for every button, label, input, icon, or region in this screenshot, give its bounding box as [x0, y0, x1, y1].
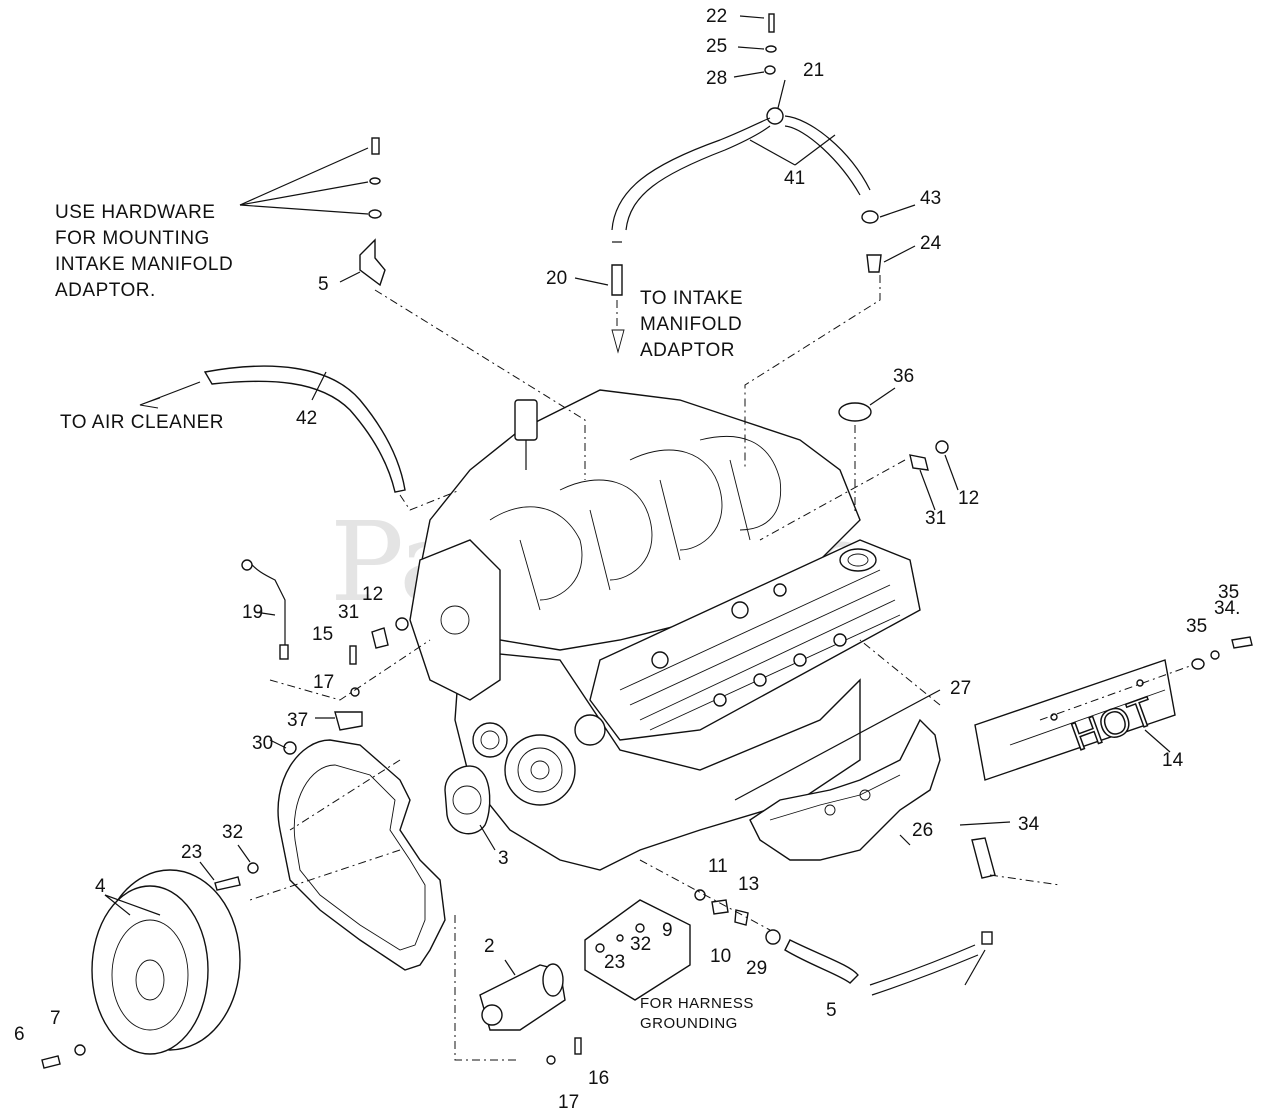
starter-motor: [454, 915, 582, 1065]
callout: 6: [14, 1024, 25, 1045]
gasket: [444, 765, 496, 851]
callout: 32: [630, 934, 651, 955]
note-line: ADAPTOR.: [55, 280, 156, 301]
left-sensor-group: [241, 559, 431, 731]
callout: 20: [546, 268, 567, 289]
leader-gasket: [859, 639, 941, 706]
callout: 35: [1218, 582, 1239, 603]
callout: 5: [826, 1000, 837, 1021]
callout-numbers: 22 25 28 21 41 43 24 20 5 42 36 12 31 19…: [14, 6, 1240, 1113]
callout: 37: [287, 710, 308, 731]
callout: 7: [50, 1008, 61, 1029]
callout: 30: [252, 733, 273, 754]
intake-note: TO INTAKE MANIFOLD ADAPTOR: [640, 288, 743, 361]
callout: 35: [1186, 616, 1207, 637]
callout: 41: [784, 168, 805, 189]
callout: 42: [296, 408, 317, 429]
callout: 34: [1018, 814, 1040, 835]
housing-bolts: [199, 844, 259, 891]
callout: 10: [710, 946, 731, 967]
callout: 9: [662, 920, 673, 941]
heat-shield: HOT: [974, 636, 1253, 781]
callout: 13: [738, 874, 759, 895]
note-line: GROUNDING: [640, 1015, 738, 1032]
callout: 17: [558, 1092, 579, 1113]
leader-housing: [289, 759, 401, 831]
callout: 21: [803, 60, 824, 81]
callout: 28: [706, 68, 727, 89]
callout: 23: [181, 842, 202, 863]
hardware-note: USE HARDWARE FOR MOUNTING INTAKE MANIFOL…: [55, 202, 233, 301]
callout: 4: [95, 876, 106, 897]
callout: 23: [604, 952, 625, 973]
callout: 29: [746, 958, 767, 979]
callout: 31: [925, 508, 946, 529]
callout: 24: [920, 233, 942, 254]
exhaust-manifold: [734, 689, 1061, 886]
note-line: MANIFOLD: [640, 314, 742, 335]
callout: 43: [920, 188, 941, 209]
callout: 2: [484, 936, 495, 957]
note-line: ADAPTOR: [640, 340, 735, 361]
callout: 19: [242, 602, 263, 623]
note-line: TO INTAKE: [640, 288, 743, 309]
right-top-parts: [759, 387, 959, 541]
callout: 11: [708, 856, 728, 877]
engine-block: [409, 389, 921, 871]
callout: 12: [362, 584, 383, 605]
note-line: USE HARDWARE: [55, 202, 215, 223]
note-line: FOR HARNESS: [640, 995, 754, 1012]
note-line: FOR MOUNTING: [55, 228, 210, 249]
callout: 32: [222, 822, 243, 843]
flywheel: [41, 869, 241, 1069]
flywheel-housing: [269, 739, 446, 971]
callout: 3: [498, 848, 509, 869]
leader-flywheel: [249, 849, 401, 901]
grounding-plate: [584, 899, 691, 1001]
harness-note: FOR HARNESS GROUNDING: [640, 995, 754, 1032]
air-cleaner-note: TO AIR CLEANER: [60, 412, 224, 433]
callout: 17: [313, 672, 334, 693]
callout: 22: [706, 6, 727, 27]
callout: 31: [338, 602, 359, 623]
callout: 12: [958, 488, 979, 509]
callout: 15: [312, 624, 333, 645]
fuel-fittings: [639, 859, 993, 996]
callout: 5: [318, 274, 329, 295]
callout: 14: [1162, 750, 1184, 771]
callout: 16: [588, 1068, 609, 1089]
callout: 34.: [1214, 598, 1240, 619]
note-line: INTAKE MANIFOLD: [55, 254, 233, 275]
callout: 27: [950, 678, 971, 699]
callout: 26: [912, 820, 933, 841]
intake-adaptor-hardware: [139, 137, 586, 511]
top-hardware-stack: [574, 13, 916, 470]
callout: 25: [706, 36, 727, 57]
callout: 36: [893, 366, 914, 387]
